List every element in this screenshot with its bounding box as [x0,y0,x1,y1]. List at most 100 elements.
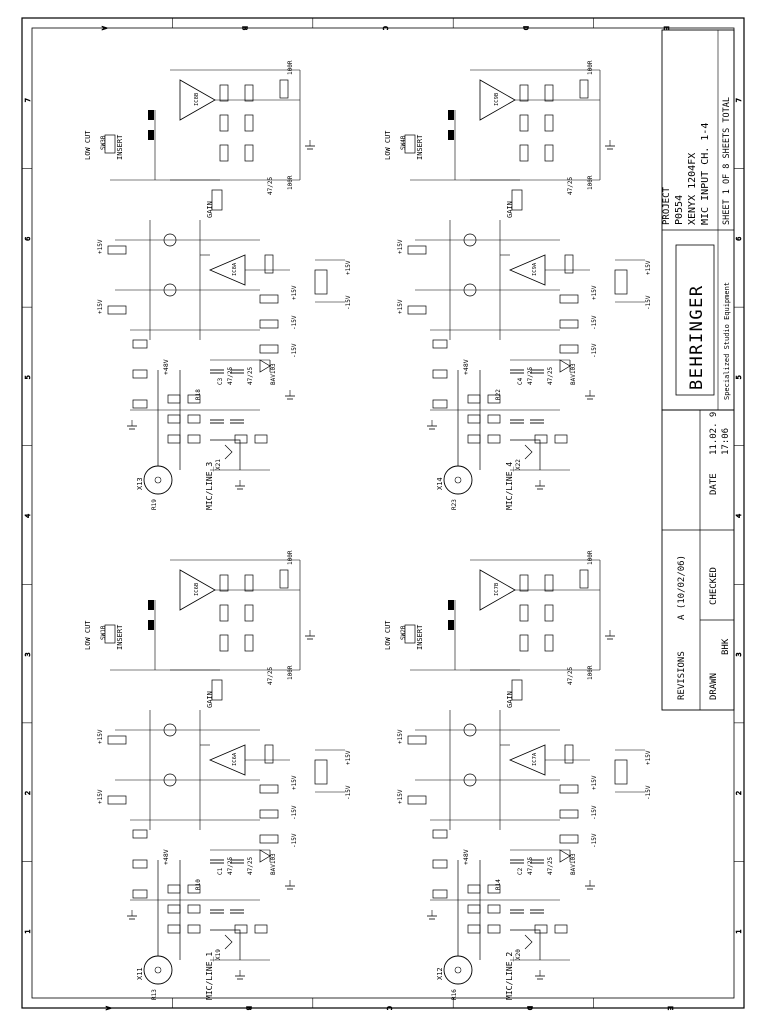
input-resistor [487,904,501,914]
opamp-a-icon [208,254,246,286]
inner-border [31,27,735,999]
supply-rail-label: +15V [345,260,352,275]
frame-row-label-bottom: E [666,1006,674,1010]
resistor [519,144,529,162]
outer-border [21,17,745,1009]
resistor [519,634,529,652]
gain-label: GAIN [206,691,214,708]
insert-label: INSERT [116,624,124,650]
supply-rail-label: -15V [591,833,598,848]
input-resistor [167,394,181,404]
phantom-power-label: +48V [162,359,170,375]
phantom-power-label: +48V [462,359,470,375]
frame-row-label-bottom: D [525,1006,533,1010]
xlr-connector-icon [143,465,173,495]
feedback-resistor [564,254,574,274]
resistor [544,144,554,162]
supply-rail-label: +15V [397,239,404,254]
input-resistor [187,414,201,424]
diode-ref: BAV103 [570,853,577,875]
input-resistor [187,394,201,404]
xlr-ref: X11 [136,967,144,980]
title-block: PROJECT P0554 XENYX 1204FX MIC INPUT CH.… [661,29,735,711]
resistor [559,344,579,354]
resistor-value: 100R [587,175,594,190]
supply-rail-label: +15V [97,239,104,254]
ceramic-capacitor [432,399,448,409]
supply-rail-label: +15V [645,260,652,275]
xlr-pin-icon [154,966,162,974]
resistor-ref: R23 [451,499,458,510]
insert-jack-icon [148,600,154,610]
insert-jack-icon [448,110,454,120]
diode-ref: BAV103 [270,853,277,875]
input-resistor [467,434,481,444]
frame-row-label-bottom: A [104,1006,112,1011]
insert-label: INSERT [416,624,424,650]
supply-resistor [107,795,127,805]
decoupling-capacitor [614,759,628,785]
feedback-resistor [264,744,274,764]
gain-label: GAIN [506,691,514,708]
ceramic-capacitor [432,889,448,899]
resistor [244,574,254,592]
input-resistor [467,884,481,894]
revision-value: A (10/02/06) [677,555,687,620]
insert-jack-icon [448,600,454,610]
resistor-ref: R18 [195,389,202,400]
frame-row-label-bottom: C [385,1006,393,1010]
gain-potentiometer [511,679,523,701]
xlr-ref: X12 [436,967,444,980]
supply-rail-label: +15V [345,750,352,765]
channel-input-label: MIC/LINE_3 [205,462,214,510]
insert-jack-icon [448,130,454,140]
resistor [534,924,548,934]
input-resistor [187,904,201,914]
diode-ref: BAV103 [570,363,577,385]
low-cut-switch-icon [404,134,416,154]
frame-row-label-top: D [521,26,529,30]
diode-icon [559,849,571,863]
ceramic-capacitor [432,369,448,379]
resistor [234,434,248,444]
low-cut-label: LOW CUT [84,620,92,650]
brand-logo: BEHRINGER [687,284,707,390]
ceramic-capacitor [132,339,148,349]
jack-ref: X22 [515,459,522,470]
resistor-ref: R10 [195,879,202,890]
frame-col-label-left: 1 [24,929,32,933]
channel-input-label: MIC/LINE_2 [505,952,514,1000]
switch-ref: SW4B [400,135,407,150]
input-resistor [467,904,481,914]
capacitor-value: 47/25 [527,367,534,385]
resistor-ref: R19 [151,499,158,510]
sheet-counter: SHEET 1 OF 8 SHEETS TOTAL [722,97,732,225]
resistor-value: 100R [587,550,594,565]
supply-resistor [107,305,127,315]
opamp-b-icon [179,79,216,121]
resistor-value: 100R [287,550,294,565]
jack-ref: X19 [215,949,222,960]
output-resistor [279,569,289,589]
input-resistor [167,434,181,444]
ceramic-capacitor [132,369,148,379]
jack-connector-icon [210,929,241,960]
date-label: DATE [709,473,719,495]
supply-rail-label: +15V [397,789,404,804]
frame-row-label-top: A [100,26,108,31]
resistor [554,434,568,444]
capacitor-ref: C4 [517,377,524,385]
frame-col-label-right: 7 [735,98,743,102]
opamp-ref: IC8A [232,262,238,276]
resistor [519,84,529,102]
gain-potentiometer [511,189,523,211]
time-value: 17:06 [721,428,731,455]
xlr-ref: X13 [136,477,144,490]
resistor-value: 100R [287,60,294,75]
output-resistor [279,79,289,99]
supply-rail-label: -15V [591,805,598,820]
resistor [259,294,279,304]
supply-rail-label: +15V [291,775,298,790]
